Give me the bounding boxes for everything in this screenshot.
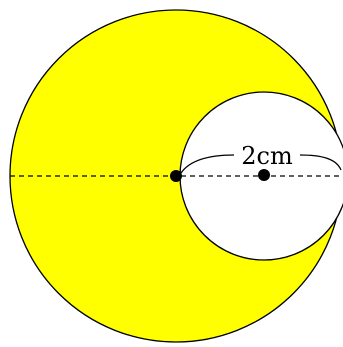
small-circle-center-point bbox=[258, 169, 270, 181]
dimension-label: 2cm bbox=[241, 142, 293, 170]
large-circle-center-point bbox=[170, 170, 182, 182]
dimension-bracket-left bbox=[180, 154, 235, 174]
dimension-bracket-right bbox=[299, 154, 342, 171]
